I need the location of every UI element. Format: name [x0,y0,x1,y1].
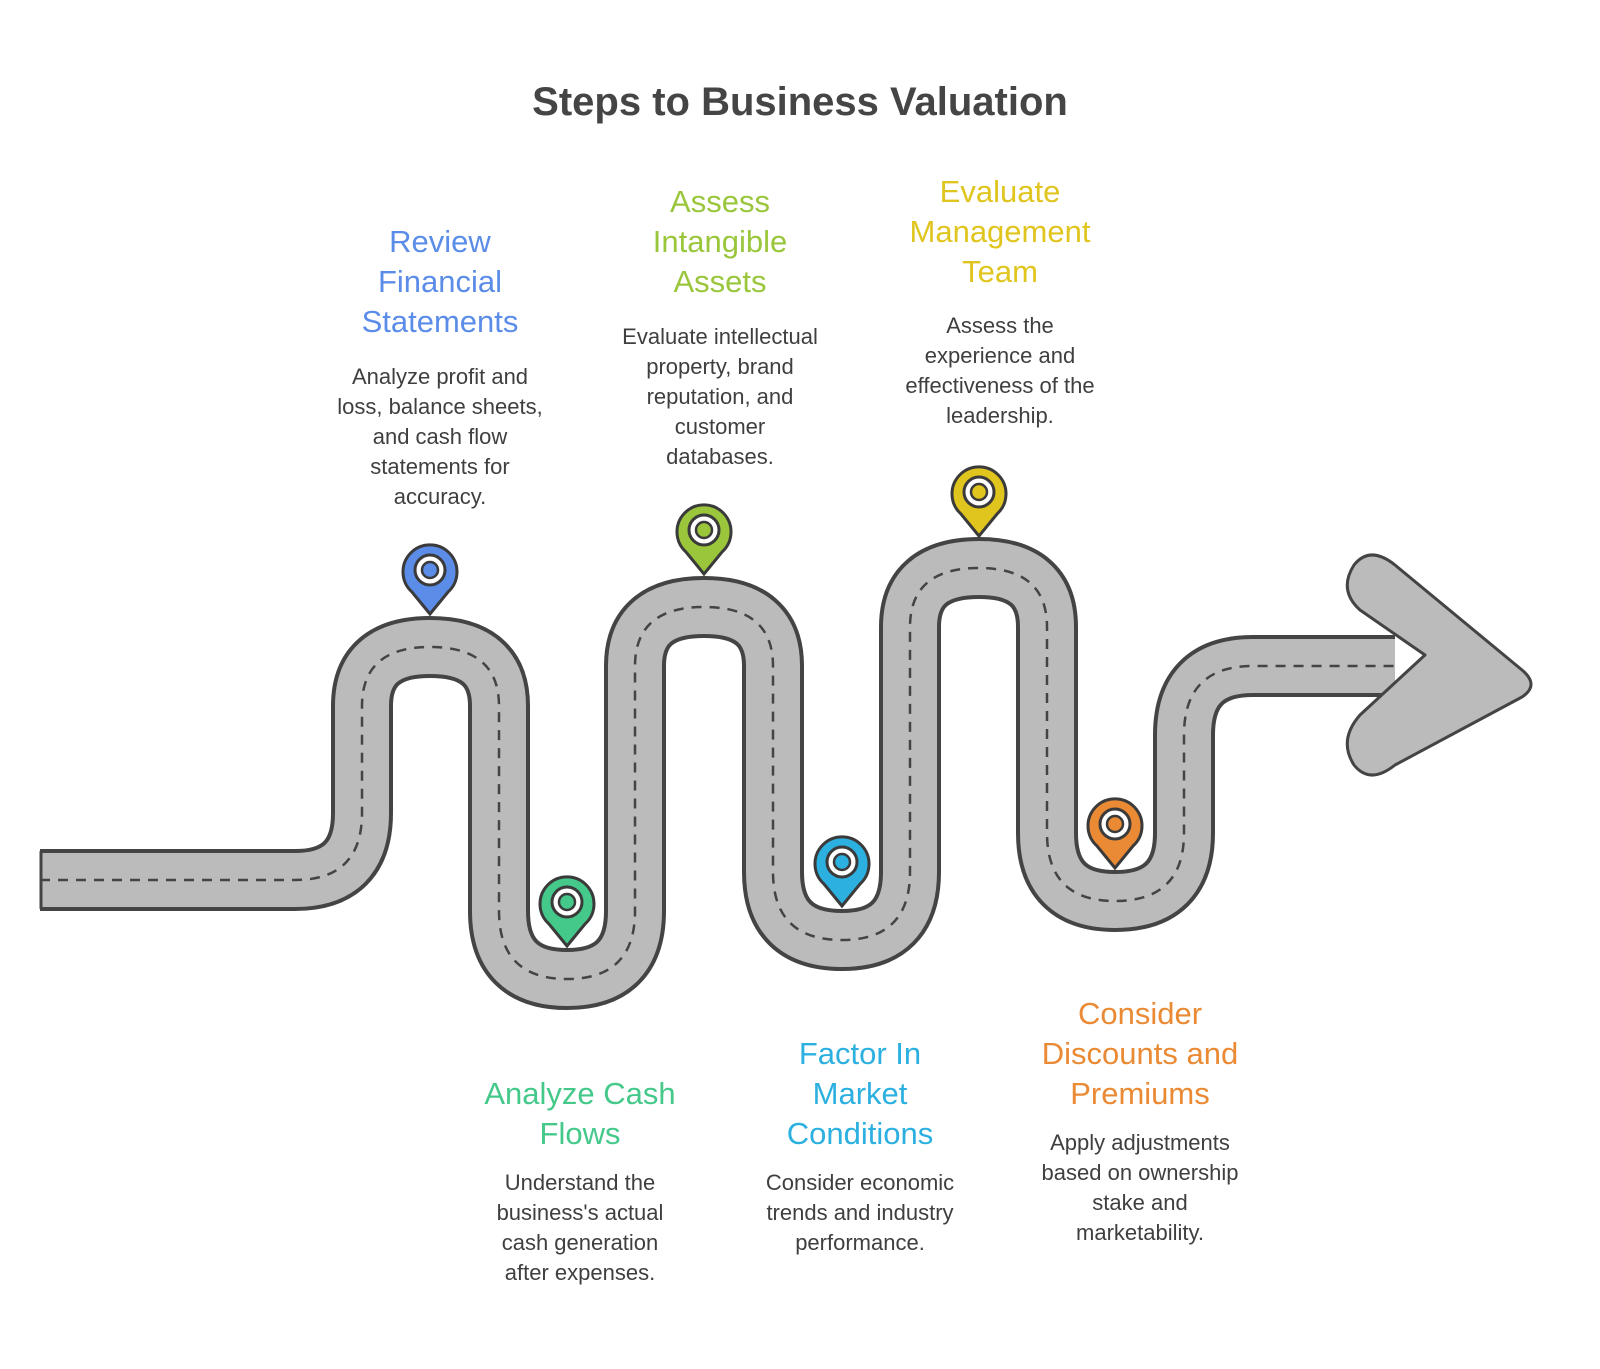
map-pin-icon-discounts [1086,797,1144,871]
arrow-right-icon [1345,553,1533,777]
map-pin-icon-intangible [675,503,733,577]
map-pin-icon-review [401,543,459,617]
map-pin-icon-cash [538,875,596,949]
page-title: Steps to Business Valuation [532,80,1068,124]
map-pin-icon-market [813,835,871,909]
map-pin-icon-management [950,465,1008,539]
winding-road [39,537,1395,1010]
